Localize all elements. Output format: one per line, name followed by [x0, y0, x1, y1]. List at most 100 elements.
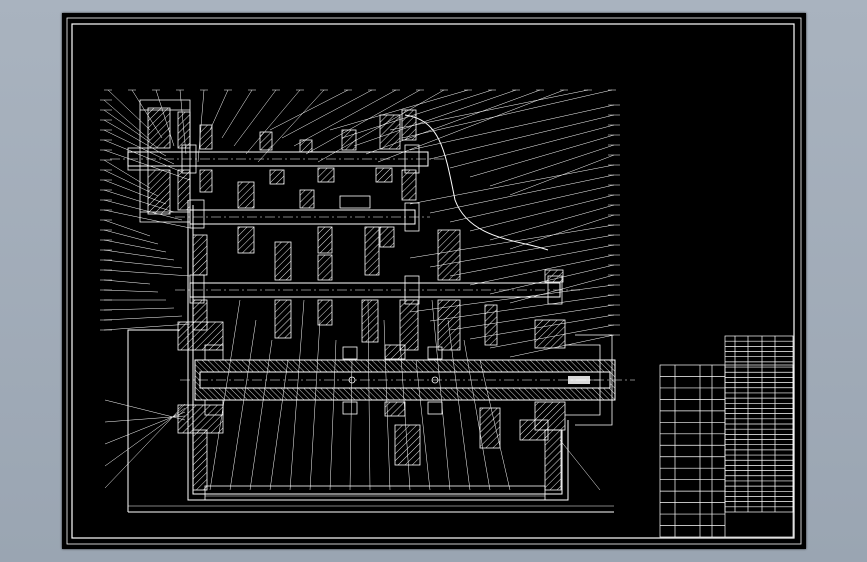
leader-line	[293, 89, 397, 147]
drawing-sheet	[62, 13, 806, 549]
leader-line	[489, 204, 615, 241]
housing-walls	[177, 109, 566, 491]
leader-line	[179, 89, 187, 155]
leader-line	[257, 89, 325, 163]
leader-line	[429, 294, 615, 322]
leader-line	[469, 134, 615, 178]
leader-line	[103, 189, 175, 213]
leader-line	[209, 299, 241, 491]
leader-line	[104, 415, 186, 423]
leader-line	[389, 89, 589, 131]
leader-line	[449, 184, 615, 223]
parts-list	[724, 335, 794, 513]
leader-line	[429, 234, 615, 268]
leader-line	[429, 114, 615, 160]
leader-line	[209, 89, 229, 131]
leader-line	[431, 299, 451, 491]
leader-line	[349, 359, 353, 491]
leader-line	[447, 319, 471, 491]
leader-line	[103, 249, 175, 261]
leader-line	[289, 299, 305, 491]
title-block	[659, 364, 794, 538]
leader-line	[489, 324, 615, 349]
leader-line	[103, 269, 191, 277]
leader-line	[103, 99, 151, 141]
leader-line	[341, 89, 493, 139]
gears-shaft-3	[274, 229, 564, 351]
leader-line	[103, 315, 183, 321]
leader-line	[489, 144, 615, 187]
leader-line	[104, 411, 186, 445]
leader-line	[429, 174, 615, 214]
leader-line	[449, 244, 615, 277]
leader-line	[103, 259, 183, 269]
gears-spindle	[384, 334, 613, 466]
leader-line	[353, 89, 517, 147]
gears-shaft-1	[147, 107, 401, 215]
leader-line	[103, 307, 175, 311]
leader-line	[103, 239, 167, 253]
leader-line	[245, 89, 301, 155]
gears-shaft-2	[237, 181, 395, 276]
leader-line	[377, 89, 565, 163]
leader-line	[399, 339, 411, 491]
leader-line	[103, 229, 159, 245]
leader-line	[509, 214, 615, 250]
leader-line	[103, 149, 191, 181]
leader-line	[409, 164, 615, 205]
leader-line	[197, 89, 205, 163]
leader-line	[489, 264, 615, 295]
leader-line	[409, 224, 615, 259]
leader-line	[103, 219, 151, 237]
leader-line	[104, 399, 186, 421]
leader-line	[509, 274, 615, 304]
leader-line	[509, 334, 615, 358]
leader-line	[469, 194, 615, 232]
leader-line	[103, 209, 191, 229]
leader-line	[269, 89, 349, 131]
leader-line	[269, 359, 289, 491]
leader-line	[317, 89, 445, 163]
leader-line	[309, 319, 321, 491]
leader-line	[449, 304, 615, 331]
leader-line	[103, 119, 167, 157]
leader-line	[103, 129, 175, 165]
leader-line	[449, 124, 615, 169]
leader-line	[155, 89, 175, 147]
leader-line	[229, 319, 257, 491]
leader-line	[131, 89, 163, 139]
leader-lines	[103, 89, 615, 491]
centerlines	[110, 158, 635, 381]
leader-line	[305, 89, 421, 155]
leader-line	[559, 439, 601, 491]
leader-line	[281, 89, 373, 139]
part-number-tags	[100, 89, 620, 336]
leader-line	[409, 284, 615, 313]
leader-line	[233, 89, 277, 147]
leader-line	[365, 89, 541, 155]
dimension-lines	[128, 376, 614, 507]
leader-line	[103, 323, 191, 331]
leader-line	[103, 139, 183, 173]
leader-line	[409, 104, 615, 151]
leader-line	[469, 314, 615, 340]
leader-line	[103, 169, 159, 197]
leader-line	[103, 199, 183, 221]
leader-line	[249, 339, 273, 491]
leader-line	[479, 359, 511, 491]
leader-line	[104, 403, 186, 489]
leader-line	[107, 89, 151, 131]
leader-line	[221, 89, 253, 139]
leader-line	[329, 339, 337, 491]
leader-line	[383, 319, 391, 491]
leader-line	[463, 339, 491, 491]
leader-line	[401, 89, 613, 139]
leader-line	[103, 289, 159, 293]
leader-line	[103, 109, 159, 149]
leader-line	[469, 254, 615, 286]
leader-line	[329, 89, 469, 131]
leader-line	[415, 359, 431, 491]
bearings	[181, 144, 563, 416]
leader-line	[103, 159, 151, 189]
